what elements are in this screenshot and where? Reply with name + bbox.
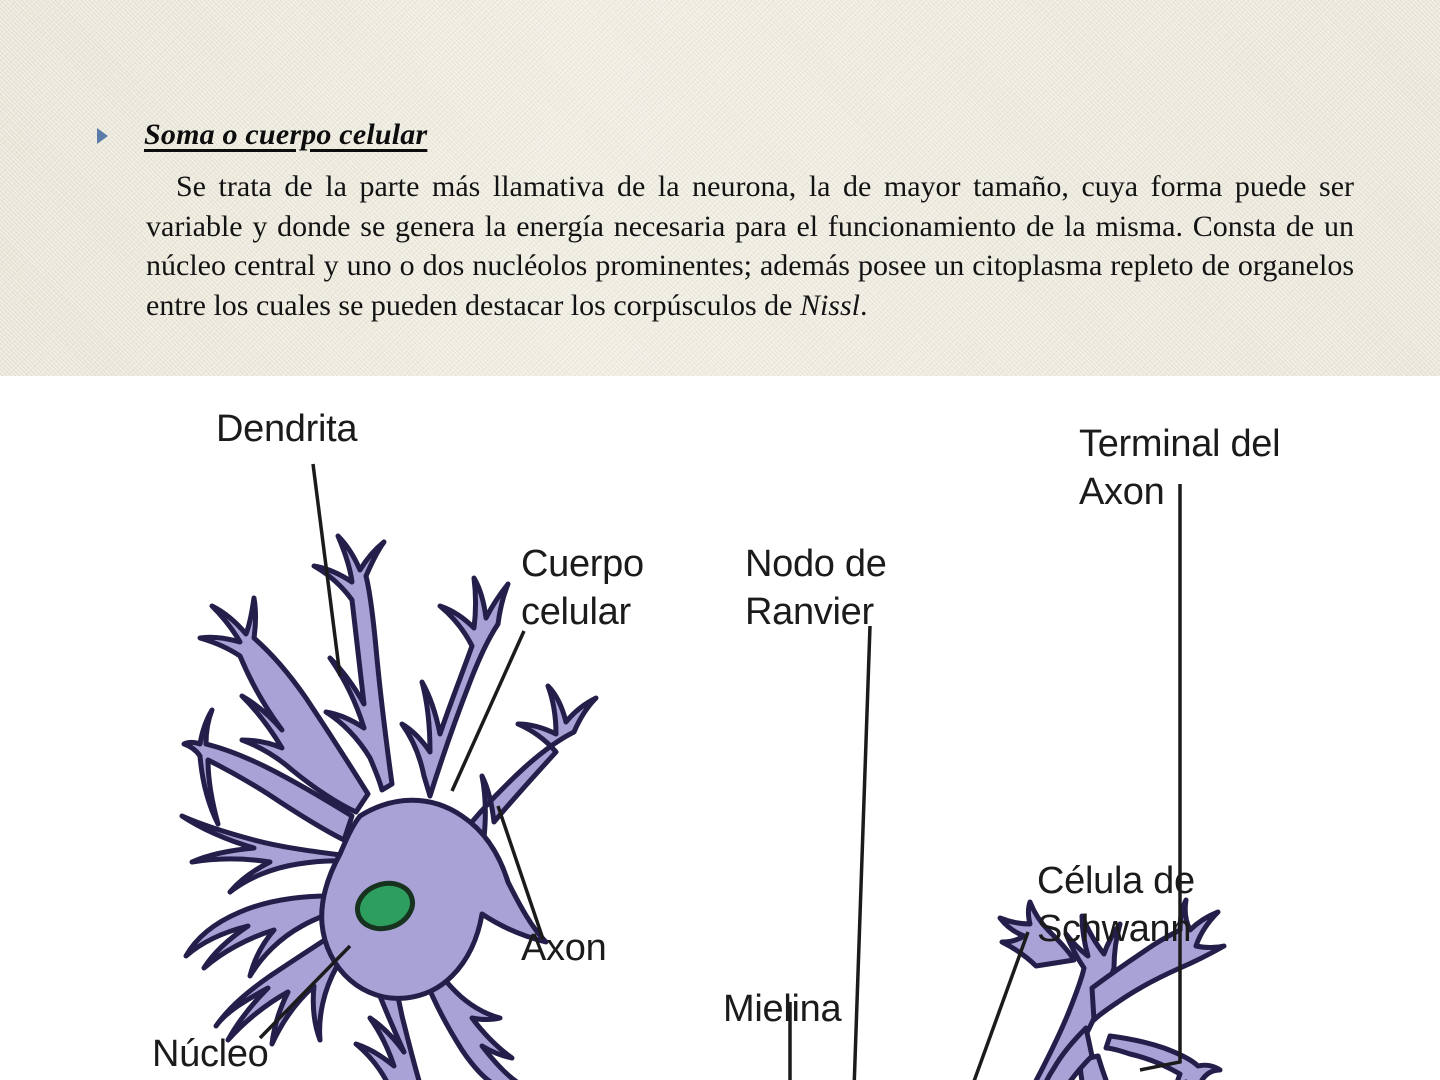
body-paragraph: Se trata de la parte más llamativa de la…	[146, 167, 1354, 325]
label-schwann: Schwann	[1037, 908, 1191, 950]
label-celular: celular	[521, 591, 631, 633]
heading-row: Soma o cuerpo celular	[97, 118, 427, 152]
neuron-anatomy-diagram: Dendrita Cuerpo celular Nodo de Ranvier …	[152, 408, 1281, 1080]
text-content-band: Soma o cuerpo celular Se trata de la par…	[0, 0, 1440, 376]
dendrite-tree-left	[179, 533, 599, 1080]
leader-line-terminal-axon	[1139, 484, 1182, 1072]
leader-lines	[258, 463, 1182, 1080]
leader-line-celula-schwann	[972, 931, 1030, 1080]
leader-line-nucleo	[258, 944, 352, 1040]
axon-terminal-tree	[997, 897, 1227, 1080]
neuron-diagram-container: Dendrita Cuerpo celular Nodo de Ranvier …	[0, 376, 1440, 1080]
label-axon: Axon	[521, 927, 606, 969]
paragraph-italic-term: Nissl	[799, 288, 860, 322]
leader-line-cuerpo-celular	[450, 630, 526, 792]
label-celula-de: Célula de	[1037, 860, 1195, 902]
label-nodo-de: Nodo de	[745, 543, 887, 585]
paragraph-text-tail: .	[859, 288, 868, 322]
label-terminal-del: Terminal del	[1079, 423, 1280, 465]
leader-line-dendrita	[311, 463, 342, 677]
section-heading: Soma o cuerpo celular	[144, 118, 428, 151]
label-cuerpo: Cuerpo	[521, 543, 644, 585]
leader-line-nodo-ranvier	[852, 625, 872, 1080]
label-dendrita: Dendrita	[216, 408, 358, 450]
label-nucleo: Núcleo	[152, 1033, 269, 1075]
diagram-labels: Dendrita Cuerpo celular Nodo de Ranvier …	[152, 408, 1281, 1075]
leader-line-axon	[496, 805, 545, 940]
nucleus-shape	[355, 880, 415, 932]
label-mielina: Mielina	[723, 988, 842, 1030]
label-axon-terminal: Axon	[1079, 471, 1164, 513]
triangle-bullet-icon	[97, 128, 108, 144]
paragraph-text-main: Se trata de la parte más llamativa de la…	[146, 170, 1354, 322]
label-ranvier: Ranvier	[745, 591, 874, 633]
soma-cell-body	[319, 797, 549, 1001]
